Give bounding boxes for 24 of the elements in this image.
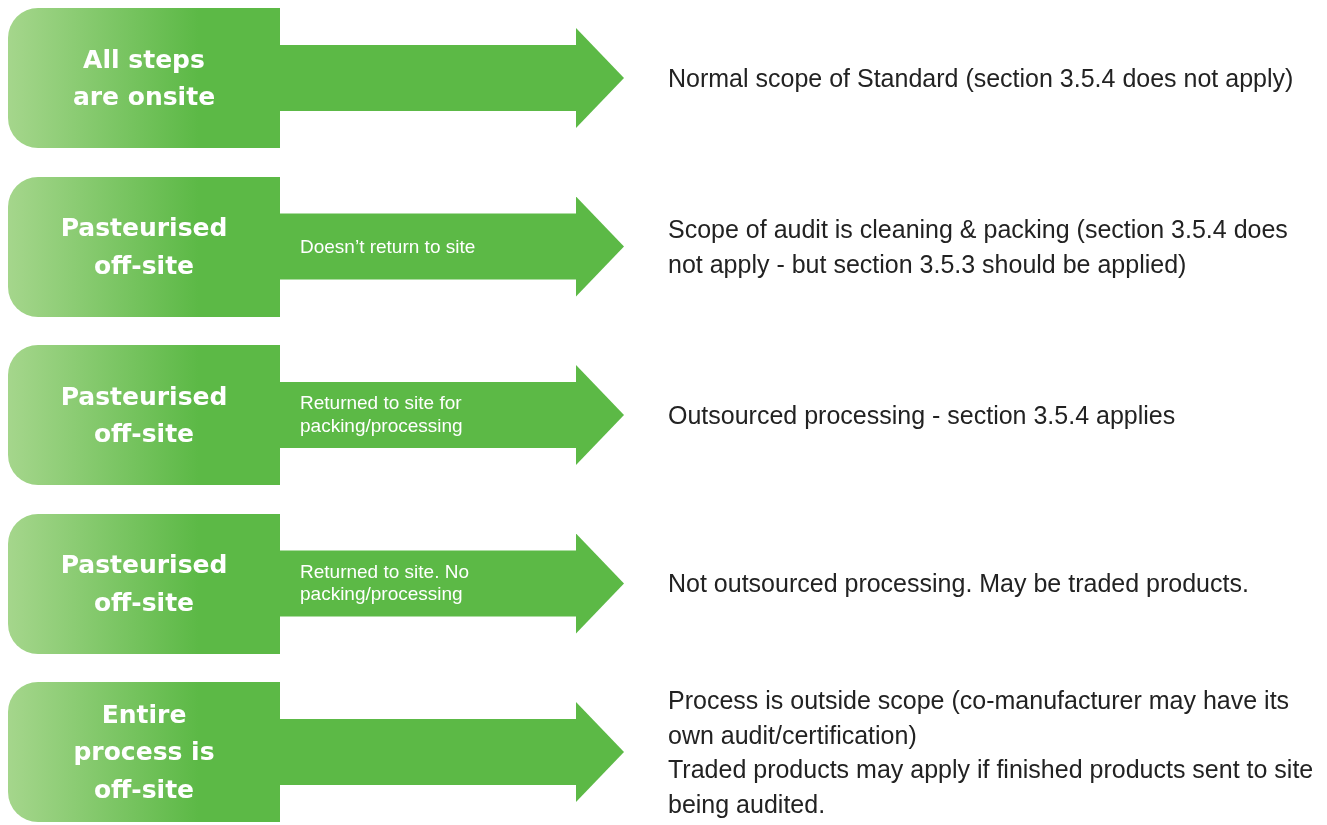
- step-text: Pasteurised off-site: [59, 380, 229, 450]
- step-text: Pasteurised off-site: [59, 549, 229, 619]
- step-box: [8, 176, 280, 317]
- outcome-text: Process is outside scope (co-manufacturer may have its own audit/certification): [668, 685, 1291, 751]
- step-box: [8, 513, 280, 654]
- edge-label: Doesn’t return to site: [300, 235, 477, 258]
- step-box: [8, 682, 280, 822]
- block-arrow: [280, 28, 624, 128]
- edge-label: Returned to site. No packing/processing: [300, 560, 470, 607]
- step-box: [8, 8, 280, 148]
- block-arrow: [280, 533, 624, 634]
- block-arrow: [280, 365, 624, 465]
- outcome-text: Scope of audit is cleaning & packing (section 3.5.4 does not apply - but section 3.5.3 should be applied): [668, 214, 1289, 280]
- outcome-text: Traded products may apply if finished products sent to site being audited.: [668, 754, 1315, 820]
- block-arrow: [280, 702, 624, 802]
- outcome-text: Not outsourced processing. May be traded products.: [668, 568, 1250, 600]
- outcome-text: Normal scope of Standard (section 3.5.4 does not apply): [668, 62, 1295, 94]
- outcome-text: Outsourced processing - section 3.5.4 applies: [668, 399, 1177, 431]
- step-text: Entire process is off-site: [72, 698, 216, 806]
- step-text: Pasteurised off-site: [59, 212, 229, 282]
- block-arrow: [280, 196, 624, 297]
- step-box: [8, 345, 280, 485]
- step-text: All steps are onsite: [71, 43, 217, 113]
- edge-label: Returned to site for packing/processing: [300, 392, 464, 438]
